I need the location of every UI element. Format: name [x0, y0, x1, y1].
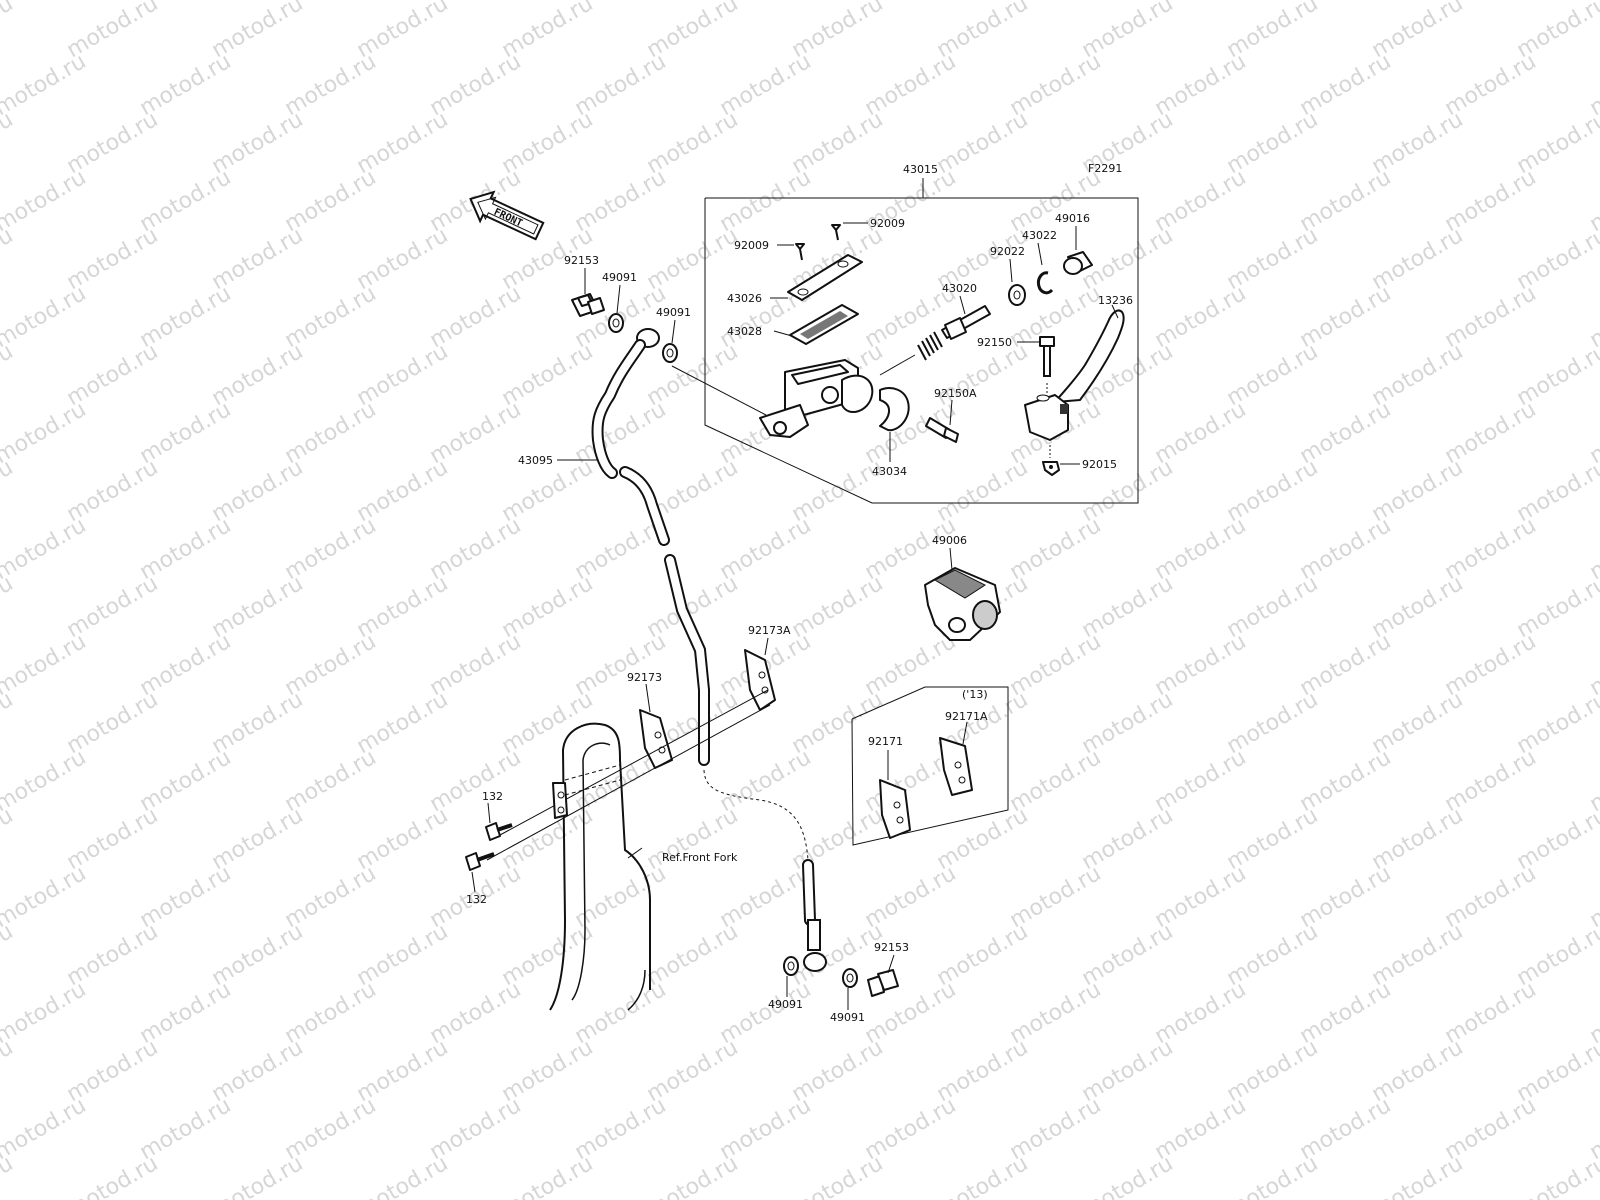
watermark-text: motod.ru	[0, 629, 90, 701]
watermark-text: motod.ru	[0, 687, 17, 759]
label-92171A: 92171A	[945, 710, 988, 723]
washer-49091-d: 49091	[830, 968, 865, 1024]
watermark-text: motod.ru	[0, 1035, 17, 1107]
label-92153-bottom: 92153	[874, 941, 909, 954]
watermark-text: motod.ru	[1513, 1151, 1600, 1200]
label-92022: 92022	[990, 245, 1025, 258]
circlip-43022: 43022	[1022, 229, 1057, 295]
label-43034: 43034	[872, 465, 907, 478]
nut-92015: 92015	[1042, 445, 1117, 476]
label-49091-d: 49091	[830, 1011, 865, 1024]
watermark-text: motod.ru	[1223, 1151, 1323, 1200]
watermark-text: motod.ru	[643, 1151, 743, 1200]
watermark-text: motod.ru	[0, 455, 17, 527]
clamp-43034: 43034	[872, 387, 910, 478]
bolt-132-upper: 132	[482, 790, 513, 841]
label-92153-top: 92153	[564, 254, 599, 267]
master-cylinder-body	[671, 359, 874, 438]
label-43026: 43026	[727, 292, 762, 305]
label-49091-a: 49091	[602, 271, 637, 284]
label-49091-c: 49091	[768, 998, 803, 1011]
watermark-text: motod.ru	[0, 977, 90, 1049]
watermark-text: motod.ru	[933, 1151, 1033, 1200]
screw-92009-right: 92009	[831, 217, 905, 241]
label-132-upper: 132	[482, 790, 503, 803]
watermark-text: motod.ru	[0, 49, 90, 121]
watermark-text: motod.ru	[0, 803, 17, 875]
label-132-lower: 132	[466, 893, 487, 906]
label-92173A: 92173A	[748, 624, 791, 637]
watermark-text: motod.ru	[0, 1093, 90, 1165]
watermark-text: motod.ru	[0, 861, 90, 933]
washer-49091-c: 49091	[768, 956, 803, 1011]
label-13236: 13236	[1098, 294, 1133, 307]
watermark-text: motod.ru	[0, 0, 90, 5]
bracket-92173: 92173	[627, 671, 673, 769]
label-43022: 43022	[1022, 229, 1057, 242]
label-49091-b: 49091	[656, 306, 691, 319]
watermark-text: motod.ru	[208, 1151, 308, 1200]
banjo-bolt-92153-top: 92153	[564, 254, 605, 317]
watermark-text: motod.ru	[0, 919, 17, 991]
piston-43020: 43020	[879, 282, 991, 376]
screw-92009-left: 92009	[734, 239, 805, 261]
watermark-text: motod.ru	[0, 281, 90, 353]
watermark-text: motod.ru	[353, 1151, 453, 1200]
bracket-92171: 92171	[868, 735, 911, 839]
reservoir-cap-43026: 43026	[727, 254, 863, 305]
watermark-text: motod.ru	[0, 107, 17, 179]
label-92150A: 92150A	[934, 387, 977, 400]
bracket-92173A: 92173A	[744, 624, 791, 711]
label-43028: 43028	[727, 325, 762, 338]
master-cylinder-assembly-box: 43015	[704, 163, 1139, 504]
label-92015: 92015	[1082, 458, 1117, 471]
diaphragm-43028: 43028	[727, 304, 859, 345]
front-fork: Ref.Front Fork	[549, 722, 738, 1011]
watermark-text: motod.ru	[1078, 1151, 1178, 1200]
diagram-code: F2291	[1088, 162, 1122, 175]
label-43095: 43095	[518, 454, 553, 467]
watermark-text: motod.ru	[0, 1151, 17, 1200]
watermark-text: motod.ru	[788, 1151, 888, 1200]
year-variant-box: ('13)	[851, 686, 1009, 846]
watermark-text: motod.ru	[63, 1151, 163, 1200]
label-92150: 92150	[977, 336, 1012, 349]
watermark-text: motod.ru	[0, 513, 90, 585]
bolt-132-lower: 132	[465, 852, 495, 906]
bracket-92171A: 92171A	[939, 710, 988, 796]
washer-49091-a: 49091	[602, 271, 637, 333]
watermark-text: motod.ru	[0, 571, 17, 643]
label-92009-left: 92009	[734, 239, 769, 252]
brake-hose-43095: 43095	[518, 328, 827, 972]
washer-92022: 92022	[990, 245, 1026, 306]
watermark-text: motod.ru	[0, 397, 90, 469]
banjo-bolt-92153-bottom: 92153	[867, 941, 909, 997]
label-49006: 49006	[932, 534, 967, 547]
watermark-text: motod.ru	[0, 0, 17, 63]
label-92173: 92173	[627, 671, 662, 684]
assembly-label: 43015	[903, 163, 938, 176]
washer-49091-b: 49091	[656, 306, 691, 363]
watermark-text: motod.ru	[498, 1151, 598, 1200]
boot-49016: 49016	[1055, 212, 1093, 275]
year-label: ('13)	[962, 688, 988, 701]
bolt-92150: 92150	[977, 336, 1055, 393]
label-43020: 43020	[942, 282, 977, 295]
ref-front-fork-label: Ref.Front Fork	[662, 851, 738, 864]
watermark-text: motod.ru	[0, 223, 17, 295]
bolt-92150A: 92150A	[925, 387, 977, 443]
lever-guard-49006: 49006	[924, 534, 1001, 641]
lever-13236: 13236	[1024, 294, 1133, 441]
label-92171: 92171	[868, 735, 903, 748]
watermark-text: motod.ru	[0, 165, 90, 237]
label-49016: 49016	[1055, 212, 1090, 225]
watermark-text: motod.ru	[0, 339, 17, 411]
label-92009-right: 92009	[870, 217, 905, 230]
watermark-text: motod.ru	[1368, 1151, 1468, 1200]
watermark-text: motod.ru	[0, 745, 90, 817]
